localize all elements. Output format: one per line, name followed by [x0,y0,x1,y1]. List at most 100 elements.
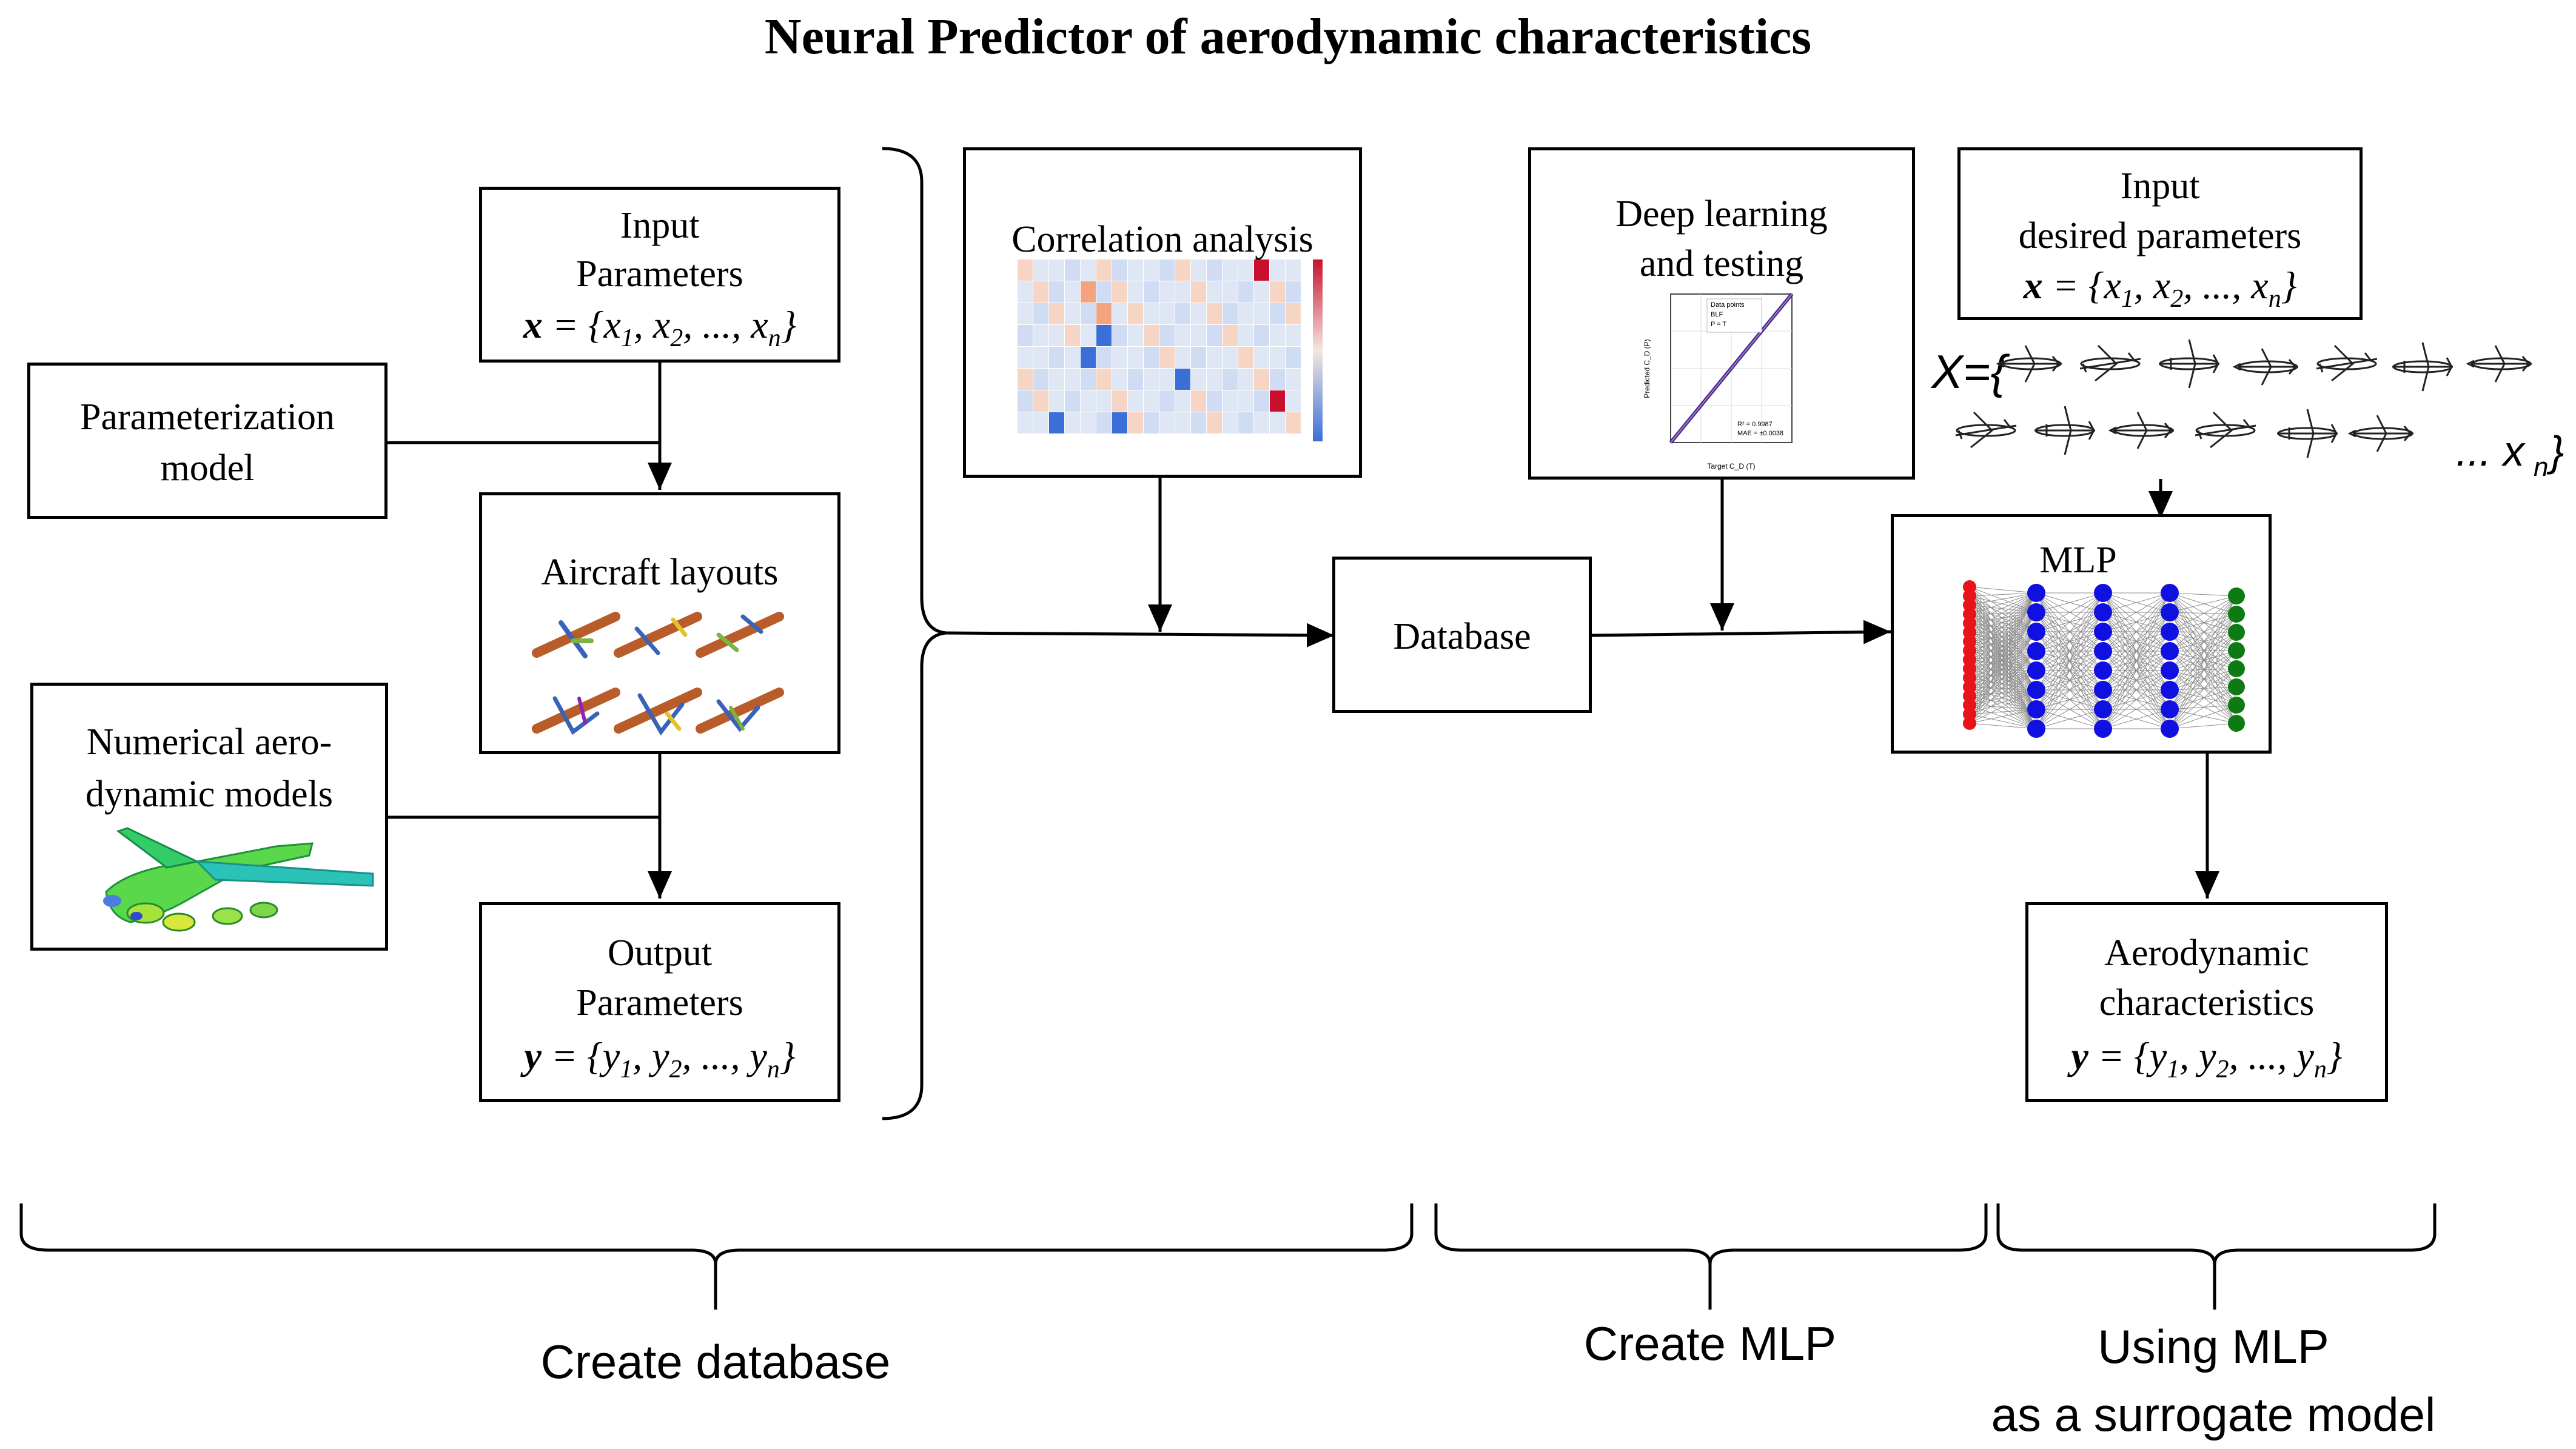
mlp-node [2027,681,2045,699]
heatmap-cell [1238,281,1253,303]
mlp-node [2228,678,2245,695]
output-parameters-formula: y = {y1, y2, ..., yn} [524,1034,796,1083]
numerical-models-line2: dynamic models [85,774,334,815]
heatmap-cell [1033,347,1048,368]
heatmap-cell [1033,281,1048,303]
numerical-models-line1: Numerical aero- [86,721,332,763]
plot-xlabel: Target C_D (T) [1707,462,1755,470]
heatmap-cell [1175,412,1190,433]
heatmap-cell [1191,303,1206,324]
heatmap-cell [1065,412,1080,433]
mlp-node [2161,661,2179,680]
heatmap-cell [1175,369,1190,390]
layout-4 [532,688,620,735]
heatmap-cell [1270,369,1285,390]
arrow-to-database [945,623,1335,648]
mlp-node [2228,606,2245,623]
heatmap-cell [1112,259,1127,281]
mlp-node [1963,717,1976,730]
mlp-network [1963,580,2245,738]
heatmap-cell [1144,390,1159,412]
heatmap-cell [1191,347,1206,368]
mlp-node [2027,642,2045,660]
heatmap-cell [1018,325,1033,346]
metric-mae: MAE = ±0.0038 [1737,430,1783,437]
mlp-node [2027,603,2045,621]
aircraft-sketch-icon [2034,406,2095,455]
mlp-node [2161,623,2179,641]
heatmap-cell [1223,259,1238,281]
aircraft-sketch-icon [2108,412,2174,449]
heatmap-cell [1081,281,1096,303]
mlp-node [2027,700,2045,718]
heatmap-cell [1238,347,1253,368]
phase-create-mlp: Create MLP [1583,1317,1837,1370]
heatmap-cell [1033,412,1048,433]
heatmap-cell [1081,325,1096,346]
heatmap-cell [1254,281,1269,303]
heatmap-cell [1175,281,1190,303]
output-parameters-box: Output Parameters y = {y1, y2, ..., yn} [479,902,840,1102]
param-model-line1: Parameterization [79,397,335,438]
param-model-line2: model [160,447,255,489]
heatmap-cell [1049,259,1064,281]
heatmap-cell [1112,412,1127,433]
heatmap-cell [1270,259,1285,281]
aircraft-set-close: } [2546,427,2564,475]
heatmap-cell [1144,281,1159,303]
mlp-node [2094,603,2112,621]
heatmap-cell [1223,390,1238,412]
mlp-node [2094,681,2112,699]
heatmap-cell [1112,369,1127,390]
heatmap-cell [1033,303,1048,324]
input-desired-line2: desired parameters [2018,215,2302,256]
mlp-node [2228,715,2245,732]
aircraft-layouts-images [532,612,784,736]
aircraft-sketch-icon [2079,344,2141,382]
legend-pt: P = T [1711,321,1726,328]
heatmap-cell [1223,369,1238,390]
heatmap-cell [1207,325,1222,346]
input-parameters-line2: Parameters [576,253,743,295]
layout-2 [614,612,702,658]
correlation-label: Correlation analysis [1011,219,1313,260]
legend-data-points: Data points [1711,301,1745,309]
aircraft-sketch-icon [2316,344,2378,382]
heatmap-cell [1144,347,1159,368]
aircraft-sketch-icon [2347,415,2413,452]
aircraft-layouts-box: Aircraft layouts [479,492,840,754]
mlp-node [2027,584,2045,602]
aircraft-set-sub: n [2534,452,2548,482]
heatmap-cell [1018,303,1033,324]
heatmap-cell [1018,412,1033,433]
input-desired-line1: Input [2120,166,2200,207]
heatmap-cell [1128,325,1143,346]
heatmap-cell [1065,369,1080,390]
brace-using-mlp [1996,1203,2437,1310]
heatmap-cell [1159,303,1175,324]
heatmap-cell [1096,325,1112,346]
heatmap-cell [1128,390,1143,412]
heatmap-cell [1159,390,1175,412]
aircraft-sketch-icon [1955,411,2017,449]
heatmap-cell [1144,259,1159,281]
cfd-aircraft-image [103,827,374,932]
heatmap-cell [1223,347,1238,368]
heatmap-cell [1018,281,1033,303]
heatmap-cell [1159,259,1175,281]
parameterization-model-box: Parameterization model [27,363,387,519]
mlp-box: MLP [1891,514,2272,754]
heatmap-cell [1191,259,1206,281]
arrow-database-to-mlp [1591,620,1891,644]
heatmap-cell [1065,303,1080,324]
numerical-models-box: Numerical aero- dynamic models [30,683,388,951]
heatmap-cell [1238,259,1253,281]
mlp-node [2027,720,2045,738]
heatmap-cell [1081,347,1096,368]
mlp-node [2228,642,2245,659]
aircraft-sketch-icon [2466,345,2532,383]
heatmap-cell [1254,347,1269,368]
aircraft-sketch-icon [2195,411,2256,449]
